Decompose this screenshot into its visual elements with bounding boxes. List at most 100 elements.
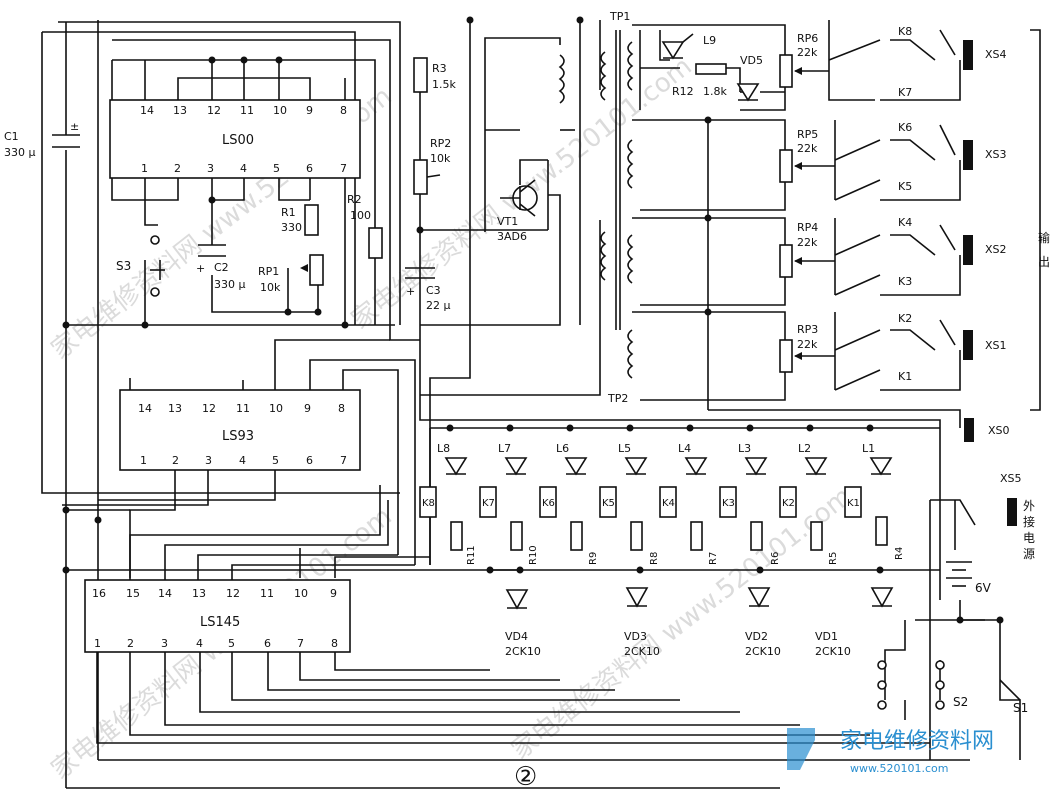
- relay-label: K5: [602, 498, 615, 509]
- capacitor-c2: + C2 330 μ: [196, 244, 246, 291]
- resistor-label: R7: [708, 552, 719, 565]
- pin-number: 9: [330, 587, 337, 600]
- pin-number: 11: [236, 402, 250, 415]
- pin-number: 14: [140, 104, 154, 117]
- component-ref: R12: [672, 85, 694, 98]
- pin-number: 13: [173, 104, 187, 117]
- relay-label: K2: [782, 498, 795, 509]
- capacitor-c1: ± C1 330 μ: [4, 120, 80, 159]
- relay-channel: K1 L1 R4: [844, 442, 905, 560]
- diode-model: 2CK10: [745, 645, 781, 658]
- component-value: 100: [350, 209, 371, 222]
- component-value: 330 μ: [214, 278, 246, 291]
- pin-number: 4: [196, 637, 203, 650]
- pin-number: 7: [340, 454, 347, 467]
- svg-text:外: 外: [1023, 499, 1035, 513]
- output-channel-2: RP5 22k K6 K5 XS3: [779, 121, 1007, 193]
- pin-number: 6: [306, 162, 313, 175]
- resistor-label: R6: [770, 552, 781, 565]
- pin-number: 10: [273, 104, 287, 117]
- pin-number: 12: [202, 402, 216, 415]
- svg-text:电: 电: [1023, 531, 1035, 545]
- pin-number: 3: [205, 454, 212, 467]
- led-label: L4: [678, 442, 691, 455]
- pin-number: 7: [340, 162, 347, 175]
- pin-number: 8: [338, 402, 345, 415]
- pin-number: 6: [264, 637, 271, 650]
- led-label: L1: [862, 442, 875, 455]
- pin-number: 13: [168, 402, 182, 415]
- diode-model: 2CK10: [815, 645, 851, 658]
- potentiometer-rp2: RP2 10k: [413, 137, 451, 195]
- socket-ref: XS2: [985, 243, 1007, 256]
- pin-number: 8: [340, 104, 347, 117]
- switch-s1: S1: [999, 679, 1028, 715]
- pin-number: 16: [92, 587, 106, 600]
- resistor-label: R5: [828, 552, 839, 565]
- relay-ref: K3: [898, 275, 912, 288]
- battery-voltage: 6V: [975, 581, 992, 595]
- pin-number: 10: [269, 402, 283, 415]
- pins-top: 14 13 12 11 10 9 8: [140, 104, 347, 117]
- resistor-r2: R2 100: [347, 193, 383, 259]
- svg-text:+: +: [196, 262, 205, 275]
- relay-ref: K1: [898, 370, 912, 383]
- relay-ref: K5: [898, 180, 912, 193]
- relay-channel: K5 L5 R8: [599, 442, 660, 565]
- pin-number: 11: [240, 104, 254, 117]
- relay-channel: K6 L6 R9: [539, 442, 599, 565]
- component-ref: TP2: [607, 392, 628, 405]
- diode-vd5: VD5: [736, 54, 763, 102]
- pin-number: 2: [172, 454, 179, 467]
- pin-number: 12: [207, 104, 221, 117]
- component-ref: C2: [214, 261, 229, 274]
- component-ref: S1: [1013, 701, 1028, 715]
- pin-number: 3: [161, 637, 168, 650]
- pot-ref: RP4: [797, 221, 818, 234]
- socket-ref: XS3: [985, 148, 1007, 161]
- led-l9: L9: [661, 33, 716, 60]
- output-channel-1: RP6 22k K8 K7 XS4: [779, 25, 1007, 99]
- pin-number: 2: [127, 637, 134, 650]
- relay-channel: K4 L4 R7: [659, 442, 719, 565]
- relay-channel: K3 L3 R6: [719, 442, 781, 565]
- component-ref: L9: [703, 34, 716, 47]
- watermark-text: 家电维修资料网 www.520101.com: [506, 481, 858, 765]
- resistor-label: R9: [588, 552, 599, 565]
- component-value: 22 μ: [426, 299, 451, 312]
- figure-number: ②: [514, 762, 537, 792]
- pin-number: 2: [174, 162, 181, 175]
- component-ref: R2: [347, 193, 362, 206]
- pin-number: 12: [226, 587, 240, 600]
- component-value: 10k: [430, 152, 451, 165]
- pins-top: 16 15 14 13 12 11 10 9: [92, 587, 337, 600]
- output-channel-3: RP4 22k K4 K3 XS2: [779, 216, 1007, 288]
- chip-ls93: LS93 14 13 12 11 10 9 8 1 2 3 4 5 6 7: [119, 389, 361, 471]
- pin-number: 7: [297, 637, 304, 650]
- component-ref: R3: [432, 62, 447, 75]
- component-ref: C1: [4, 130, 19, 143]
- socket-xs0: XS0: [964, 418, 1010, 442]
- chip-body: [109, 99, 361, 179]
- pins-bottom: 1 2 3 4 5 6 7: [141, 162, 347, 175]
- pin-number: 4: [239, 454, 246, 467]
- pin-number: 14: [138, 402, 152, 415]
- pot-ref: RP5: [797, 128, 818, 141]
- resistor-r3: R3 1.5k: [413, 57, 456, 93]
- diode-ref: VD2: [745, 630, 768, 643]
- relay-channel: K2 L2 R5: [779, 442, 839, 565]
- site-logo: 家电维修资料网 www.520101.com: [787, 728, 994, 775]
- switch-contacts-lower: [877, 660, 887, 710]
- pot-ref: RP6: [797, 32, 818, 45]
- svg-text:接: 接: [1023, 514, 1035, 529]
- relay-channel: K7 L7 R10: [479, 442, 539, 565]
- socket-ref: XS5: [1000, 472, 1022, 485]
- component-ref: VD5: [740, 54, 763, 67]
- component-value: 1.8k: [703, 85, 727, 98]
- junction-dots: [62, 16, 1004, 624]
- component-ref: VT1: [497, 215, 518, 228]
- diode-model: 2CK10: [505, 645, 541, 658]
- resistor-label: R4: [894, 547, 905, 560]
- output-channel-4: RP3 22k K2 K1 XS1: [779, 312, 1007, 383]
- pot-value: 22k: [797, 338, 818, 351]
